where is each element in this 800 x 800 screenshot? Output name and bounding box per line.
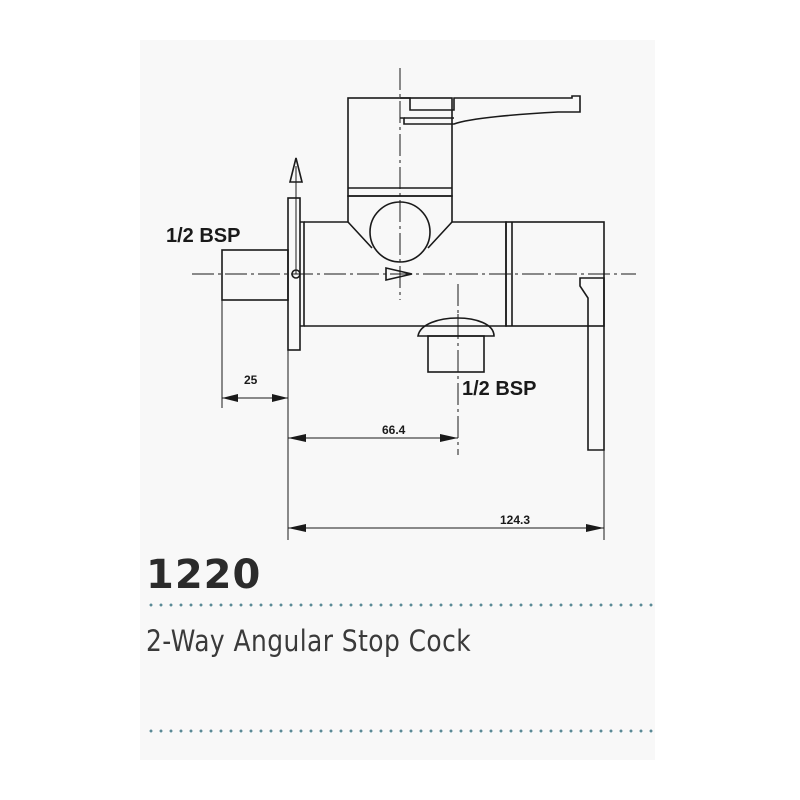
product-name: 2-Way Angular Stop Cock (146, 624, 472, 658)
top-lever (400, 95, 581, 125)
inlet-thread-label: 1/2 BSP (166, 225, 240, 247)
outlet-spigot (427, 335, 485, 373)
right-cap (505, 221, 605, 327)
spindle-circle (369, 201, 431, 263)
inlet-pipe (221, 249, 289, 301)
dim-arrow (272, 394, 288, 402)
dim-outlet-label: 66.4 (382, 423, 406, 437)
side-lever (579, 277, 605, 451)
dotted-divider-top (146, 603, 654, 607)
product-card (140, 40, 655, 760)
flow-arrow (385, 266, 413, 282)
outlet-nut (417, 317, 495, 337)
dim-arrow (288, 524, 306, 532)
body-taper (347, 221, 453, 249)
dim-arrow (222, 394, 238, 402)
dim-arrow (288, 434, 306, 442)
product-code: 1220 (146, 552, 262, 598)
dim-wall-label: 25 (244, 373, 258, 387)
dim-arrow (440, 434, 458, 442)
outlet-thread-label: 1/2 BSP (462, 378, 536, 400)
up-arrow-head (288, 157, 304, 183)
dotted-divider-bottom (146, 729, 654, 733)
dim-overall-label: 124.3 (500, 513, 530, 527)
flange-connector (300, 221, 305, 327)
dim-arrow (586, 524, 604, 532)
